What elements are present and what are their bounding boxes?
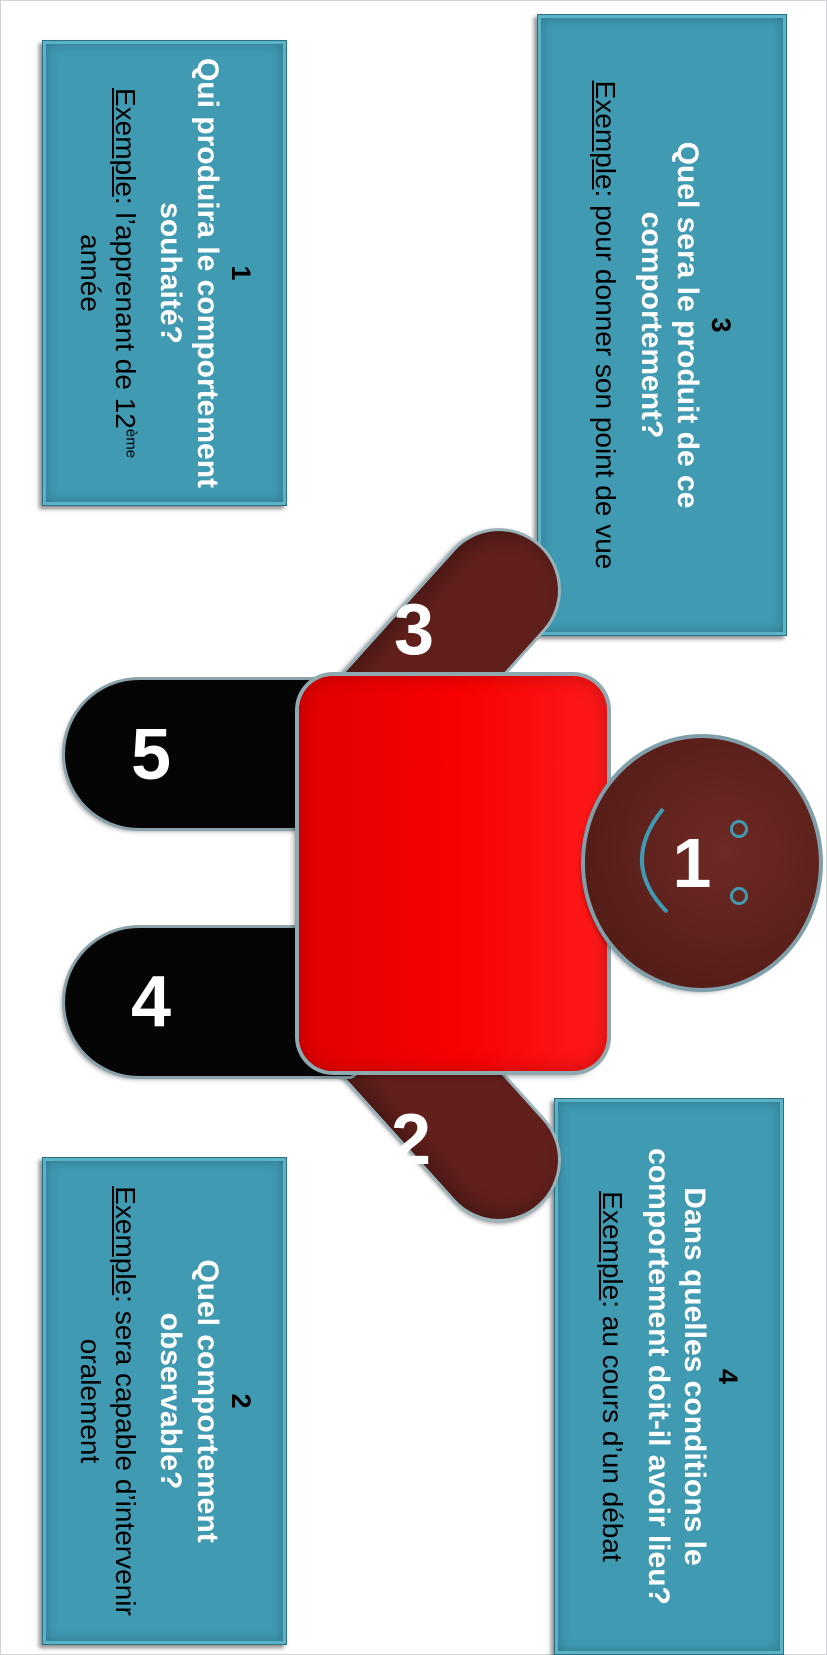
box-2: 2 Quel comportement observable? Exemple:…	[42, 1157, 287, 1645]
leg-top-label: 4	[111, 966, 191, 1038]
box-1-example-text: : l’apprenant de 12	[110, 197, 141, 429]
box-2-question: Quel comportement observable?	[152, 1172, 225, 1630]
box-1-question: Qui produira le comportement souhaité?	[152, 55, 225, 491]
arm-bottom-label: 3	[374, 594, 454, 666]
box-3-example-label: Exemple	[590, 81, 621, 190]
figure-head: 1	[585, 738, 819, 988]
box-3-example-text: : pour donner son point de vue	[590, 190, 621, 570]
figure-body	[299, 676, 607, 1071]
box-4-number: 4	[712, 1369, 743, 1384]
box-4-question: Dans quelles conditions le comportement …	[639, 1113, 712, 1640]
box-2-number: 2	[225, 1393, 256, 1408]
box-3-question: Quel sera le produit de ce comportement?	[632, 29, 705, 621]
head-label: 1	[652, 828, 732, 898]
box-1-example: Exemple: l’apprenant de 12ème année	[73, 55, 141, 491]
box-4-example-label: Exemple	[597, 1191, 628, 1300]
box-3-example: Exemple: pour donner son point de vue	[588, 81, 622, 570]
box-4-example-text: : au cours d’un débat	[597, 1300, 628, 1562]
box-4-example: Exemple: au cours d’un débat	[595, 1191, 629, 1561]
box-1-number: 1	[225, 265, 256, 280]
leg-bottom-label: 5	[111, 719, 191, 791]
box-1-example-label: Exemple	[110, 88, 141, 197]
box-4: 4 Dans quelles conditions le comportemen…	[554, 1098, 784, 1655]
box-1-example-sup: ème	[122, 429, 139, 458]
box-2-example: Exemple: sera capable d’intervenir orale…	[73, 1172, 141, 1630]
box-3-number: 3	[705, 317, 736, 332]
box-1-example-tail: année	[75, 234, 106, 312]
box-1: 1 Qui produira le comportement souhaité?…	[42, 40, 287, 506]
box-3: 3 Quel sera le produit de ce comportemen…	[537, 14, 787, 636]
box-2-example-text: : sera capable d’intervenir oralement	[75, 1295, 140, 1616]
box-2-example-label: Exemple	[110, 1186, 141, 1295]
arm-top-label: 2	[371, 1104, 451, 1176]
